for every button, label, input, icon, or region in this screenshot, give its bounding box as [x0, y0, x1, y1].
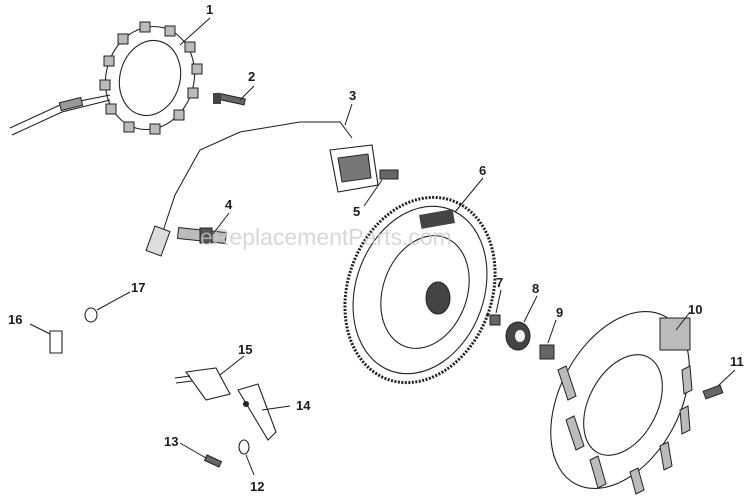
callout-5: 5 [353, 204, 360, 219]
callout-4: 4 [225, 197, 233, 212]
switch-part[interactable] [174, 367, 231, 401]
callout-3: 3 [349, 88, 356, 103]
ignition-module-part[interactable] [145, 121, 379, 257]
callout-1: 1 [206, 2, 213, 17]
spark-plug-part[interactable] [176, 226, 227, 245]
flywheel-part[interactable] [320, 176, 520, 404]
nut-part[interactable] [238, 439, 250, 455]
callout-15: 15 [238, 342, 252, 357]
key-part[interactable] [489, 314, 501, 326]
clip-part[interactable] [49, 330, 63, 354]
callout-2: 2 [248, 69, 255, 84]
leader-lines [29, 17, 736, 476]
callout-numbers: 1 2 3 4 5 6 7 8 9 10 11 12 13 14 15 16 1… [8, 2, 744, 494]
callout-16: 16 [8, 312, 22, 327]
fan-part[interactable] [522, 288, 717, 501]
callout-8: 8 [532, 281, 539, 296]
callout-12: 12 [250, 479, 264, 494]
callout-14: 14 [296, 398, 311, 413]
small-washer-part[interactable] [84, 307, 98, 323]
bracket-part[interactable] [237, 383, 277, 441]
callout-13: 13 [164, 434, 178, 449]
callout-6: 6 [479, 163, 486, 178]
callout-7: 7 [496, 275, 503, 290]
callout-10: 10 [688, 302, 702, 317]
stator-part[interactable] [9, 16, 206, 139]
callout-9: 9 [556, 305, 563, 320]
screw-13-part[interactable] [203, 454, 223, 468]
screw-part[interactable] [379, 169, 399, 180]
washer-part[interactable] [505, 321, 531, 351]
callout-11: 11 [730, 354, 744, 369]
watermark-text: eReplacementParts.com [200, 224, 452, 250]
flywheel-bolt-part[interactable] [539, 344, 555, 360]
fan-screw-part[interactable] [702, 384, 724, 400]
callout-17: 17 [131, 280, 145, 295]
bolt-part[interactable] [213, 92, 246, 106]
